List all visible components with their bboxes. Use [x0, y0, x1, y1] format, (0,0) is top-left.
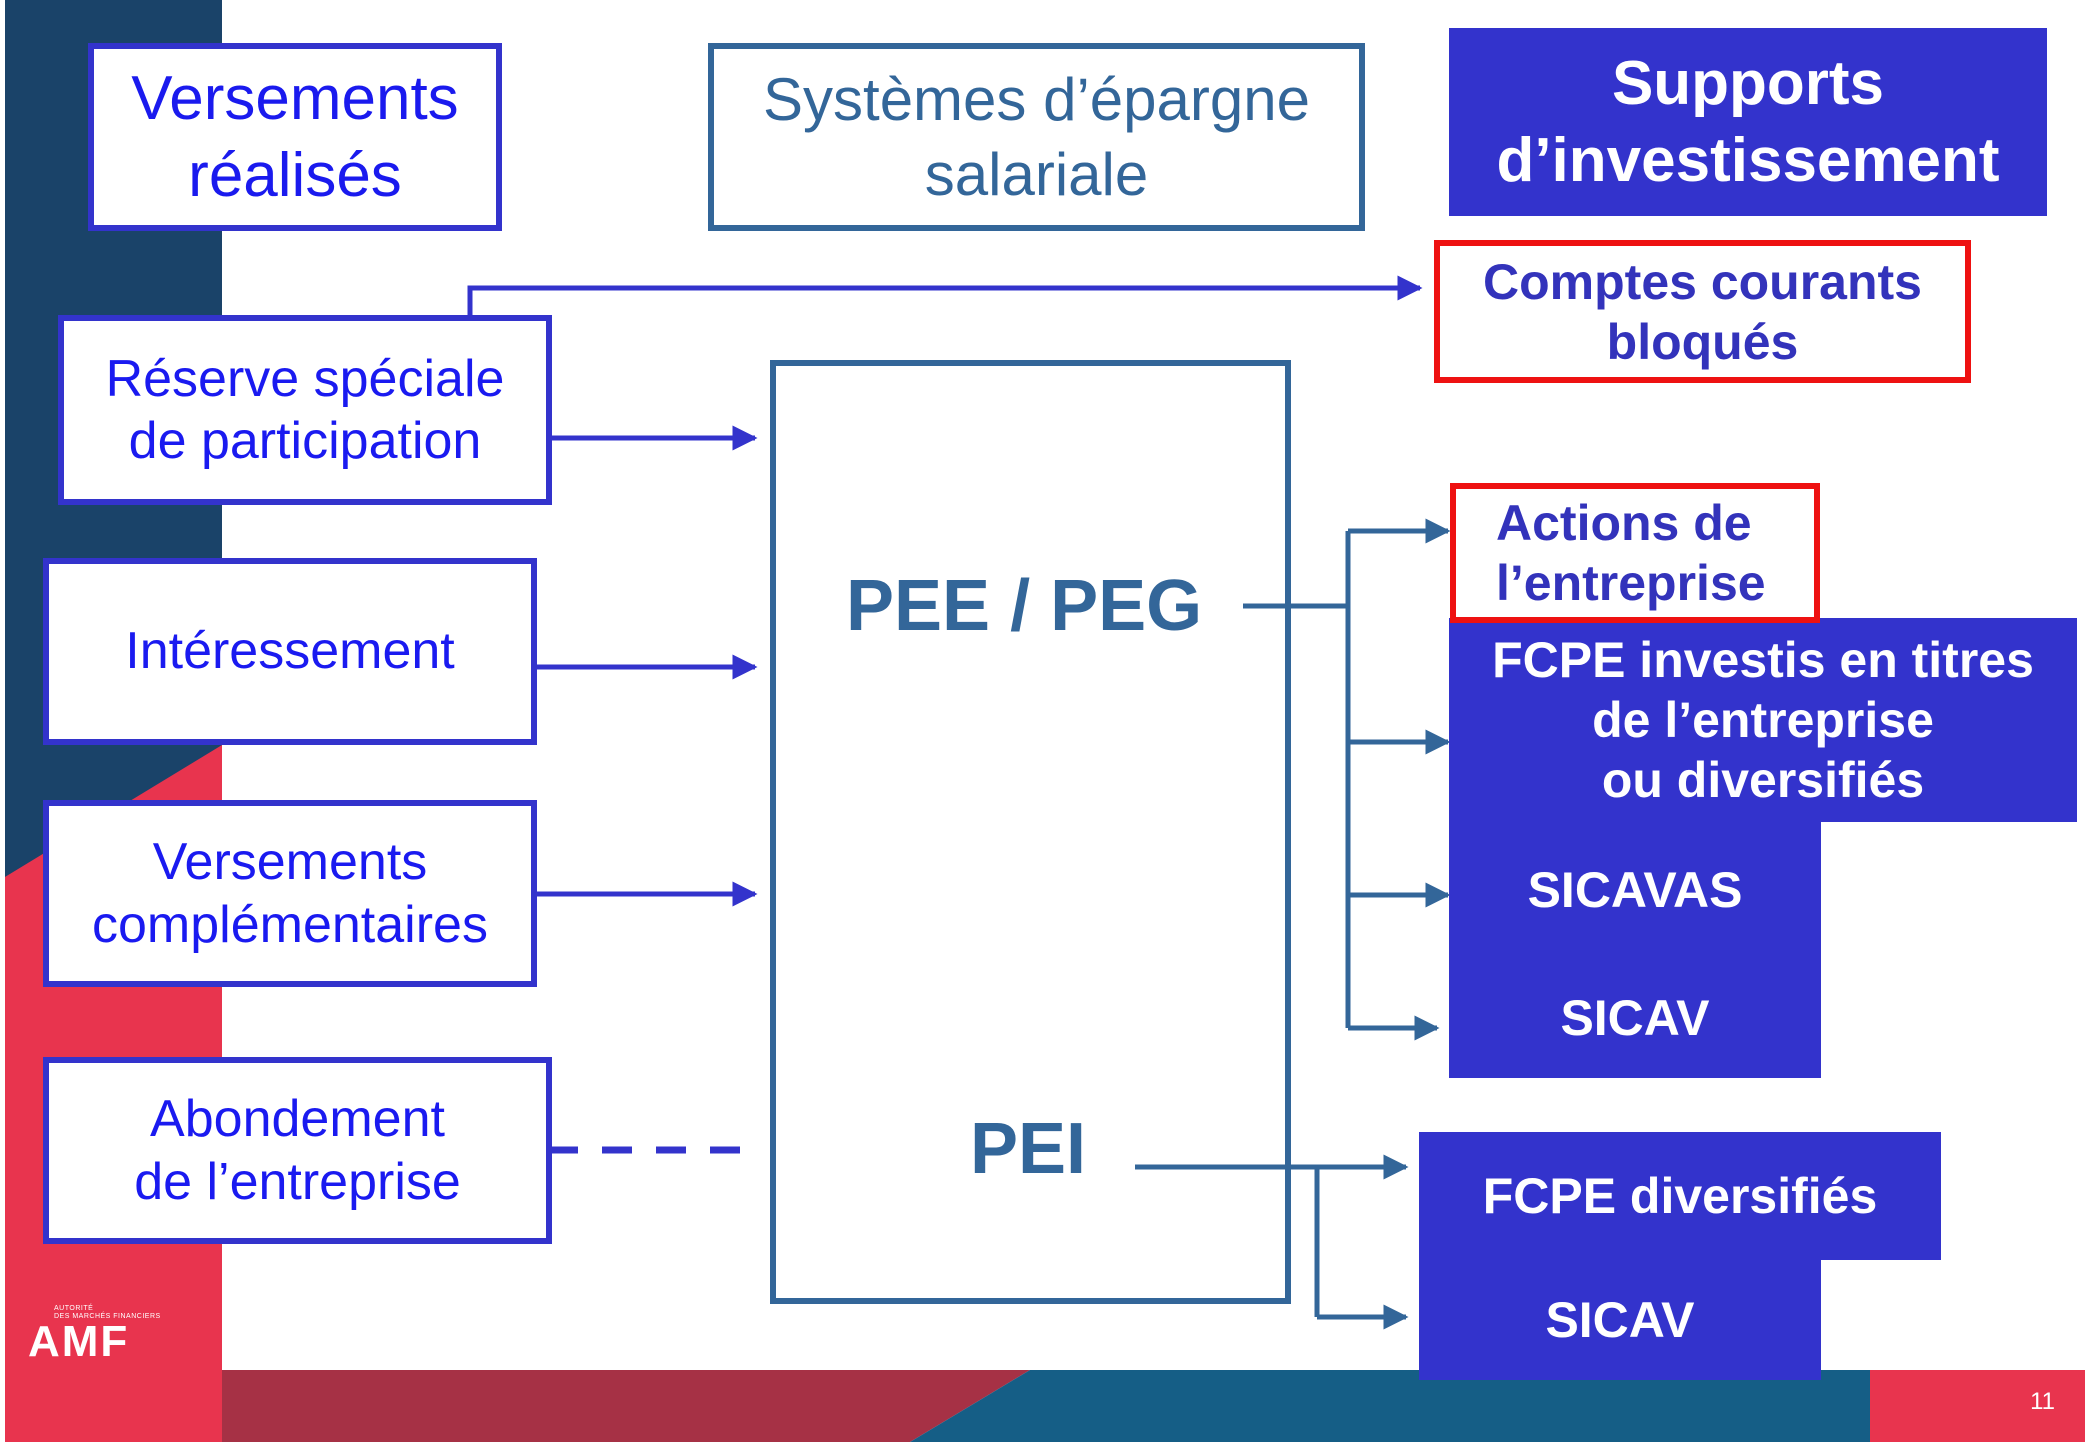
source-abondement: Abondement de l’entreprise — [43, 1057, 552, 1244]
page-number: 11 — [2030, 1388, 2055, 1415]
dest-actions-entreprise: Actions de l’entreprise — [1450, 483, 1820, 623]
dest-fcpe-diversifies: FCPE diversifiés — [1419, 1132, 1941, 1260]
header-systemes-epargne: Systèmes d’épargne salariale — [708, 43, 1365, 231]
header-supports-investissement: Supports d’investissement — [1449, 28, 2047, 216]
source-versements-complementaires: Versements complémentaires — [43, 800, 537, 987]
amf-logo: AUTORITÉ DES MARCHÉS FINANCIERS AMF — [28, 1305, 161, 1364]
dest-sicavas: SICAVAS — [1449, 822, 1821, 958]
arrow-reserve-to-comptes — [467, 275, 1423, 318]
dest-comptes-courants-bloques: Comptes courants bloqués — [1434, 240, 1971, 383]
dest-fcpe-titres-entreprise: FCPE investis en titres de l’entreprise … — [1449, 618, 2077, 822]
bottom-band-dark-red — [222, 1370, 1030, 1442]
left-strip-white — [0, 0, 5, 1442]
amf-logo-subtitle: AUTORITÉ DES MARCHÉS FINANCIERS — [54, 1305, 161, 1320]
plan-pee-peg: PEE / PEG — [846, 566, 1203, 646]
plan-container — [770, 360, 1291, 1304]
header-versements-realises: Versements réalisés — [88, 43, 502, 231]
source-reserve-speciale: Réserve spéciale de participation — [58, 315, 552, 505]
bottom-band-red-right — [1870, 1370, 2085, 1442]
bottom-band-teal — [910, 1370, 1870, 1442]
dest-sicav-pee: SICAV — [1449, 958, 1821, 1078]
dest-sicav-pei: SICAV — [1419, 1260, 1821, 1380]
amf-logo-text: AMF — [28, 1317, 130, 1367]
plan-pei: PEI — [970, 1109, 1087, 1189]
source-interessement: Intéressement — [43, 558, 537, 745]
